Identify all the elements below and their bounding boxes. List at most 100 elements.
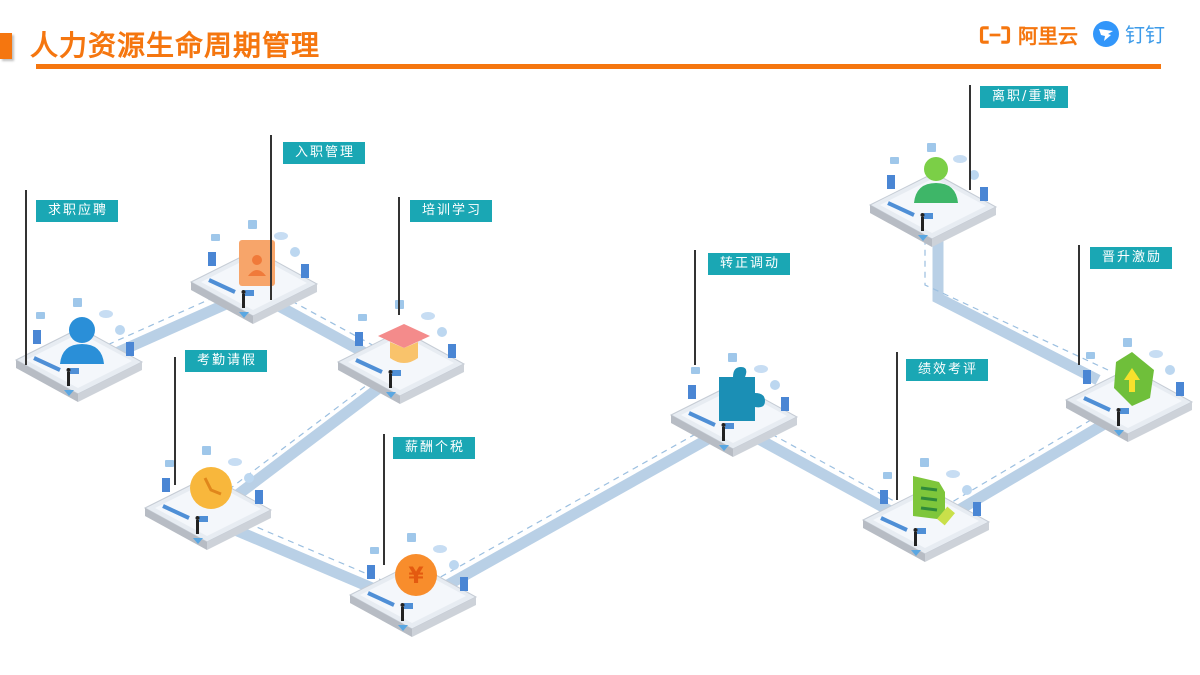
cloud-icon: [953, 155, 967, 163]
person-figure: [921, 217, 924, 231]
platform-side: [412, 597, 476, 637]
wifi-icon: [290, 247, 300, 257]
wifi-icon: [1165, 365, 1175, 375]
server-icon: [208, 252, 216, 266]
connector-dashed-line: [206, 359, 401, 507]
dingtalk-logo-text: 钉钉: [1125, 23, 1165, 47]
dingtalk-wing-icon: [1093, 20, 1119, 47]
page-title: 人力资源生命周期管理: [30, 29, 321, 62]
stage-node-transfer: [669, 353, 799, 457]
platform-side: [145, 508, 207, 550]
aliyun-logo-text: 阿里云: [1018, 24, 1078, 48]
mail-icon: [36, 312, 45, 319]
puzzle-piece-icon: [719, 367, 765, 421]
platform-side: [925, 522, 989, 562]
screen-bar: [887, 201, 915, 217]
location-pin-icon: [398, 625, 408, 631]
platform-side: [1066, 400, 1128, 442]
location-pin-icon: [1114, 430, 1124, 436]
stage-node-training: [336, 300, 466, 404]
server-icon: [255, 490, 263, 504]
cloud-icon: [1149, 350, 1163, 358]
platform-side: [16, 360, 78, 402]
screen-chip: [404, 603, 413, 609]
server-icon: [126, 342, 134, 356]
dingtalk-logo: 钉钉: [1093, 19, 1165, 48]
stage-node-review: [861, 458, 991, 562]
screen-bar: [688, 411, 716, 427]
wifi-icon: [244, 473, 254, 483]
server-icon: [355, 332, 363, 346]
label-pole: [398, 197, 400, 315]
image-icon: [1123, 338, 1132, 347]
label-pole: [270, 135, 272, 300]
location-pin-icon: [193, 538, 203, 544]
stage-node-onboard: [189, 220, 319, 324]
screen-bar: [208, 278, 236, 294]
connector-path: [932, 235, 1101, 385]
cloud-icon: [274, 232, 288, 240]
image-icon: [728, 353, 737, 362]
server-icon: [367, 565, 375, 579]
aliyun-bracket-icon: [979, 25, 1011, 44]
graduation-cap-icon: [378, 324, 430, 348]
stage-label-recruit: 求职应聘: [36, 200, 119, 222]
svg-text:¥: ¥: [408, 564, 424, 589]
person-bust-icon: [60, 344, 104, 364]
platform-side: [191, 282, 253, 324]
wifi-icon: [962, 485, 972, 495]
cloud-icon: [946, 470, 960, 478]
image-icon: [920, 458, 929, 467]
location-pin-icon: [64, 390, 74, 396]
server-icon: [980, 187, 988, 201]
label-pole: [25, 190, 27, 365]
person-figure: [401, 607, 404, 621]
location-pin-icon: [918, 235, 928, 241]
label-pole: [969, 85, 971, 190]
stage-node-exit: [868, 143, 998, 247]
aliyun-logo: 阿里云: [978, 20, 1078, 49]
stage-label-salary: 薪酬个税: [393, 437, 476, 459]
screen-bar: [33, 356, 61, 372]
title-marker: [0, 33, 12, 59]
label-pole: [1078, 245, 1080, 365]
screen-bar: [355, 358, 383, 374]
stage-node-promotion: [1064, 338, 1194, 442]
person-figure: [914, 532, 917, 546]
server-icon: [162, 478, 170, 492]
server-icon: [1176, 382, 1184, 396]
wifi-icon: [437, 327, 447, 337]
platform-side: [350, 595, 412, 637]
server-icon: [880, 490, 888, 504]
stage-label-transfer: 转正调动: [708, 253, 791, 275]
cloud-icon: [99, 310, 113, 318]
server-icon: [688, 385, 696, 399]
platform-side: [207, 510, 271, 550]
screen-chip: [917, 528, 926, 534]
image-icon: [407, 533, 416, 542]
image-icon: [73, 298, 82, 307]
screen-bar: [1083, 396, 1111, 412]
person-headset-icon: [924, 157, 948, 181]
mail-icon: [883, 472, 892, 479]
server-icon: [301, 264, 309, 278]
stage-node-recruit: [14, 298, 144, 402]
image-icon: [248, 220, 257, 229]
server-icon: [1083, 370, 1091, 384]
label-pole: [896, 352, 898, 500]
location-pin-icon: [911, 550, 921, 556]
mail-icon: [1086, 352, 1095, 359]
mail-icon: [691, 367, 700, 374]
mail-icon: [358, 314, 367, 321]
mail-icon: [211, 234, 220, 241]
screen-chip: [924, 213, 933, 219]
label-pole: [383, 434, 385, 565]
server-icon: [973, 502, 981, 516]
screen-bar: [367, 591, 395, 607]
platform-side: [253, 284, 317, 324]
mail-icon: [165, 460, 174, 467]
server-icon: [460, 577, 468, 591]
person-figure: [722, 427, 725, 441]
cloud-icon: [433, 545, 447, 553]
